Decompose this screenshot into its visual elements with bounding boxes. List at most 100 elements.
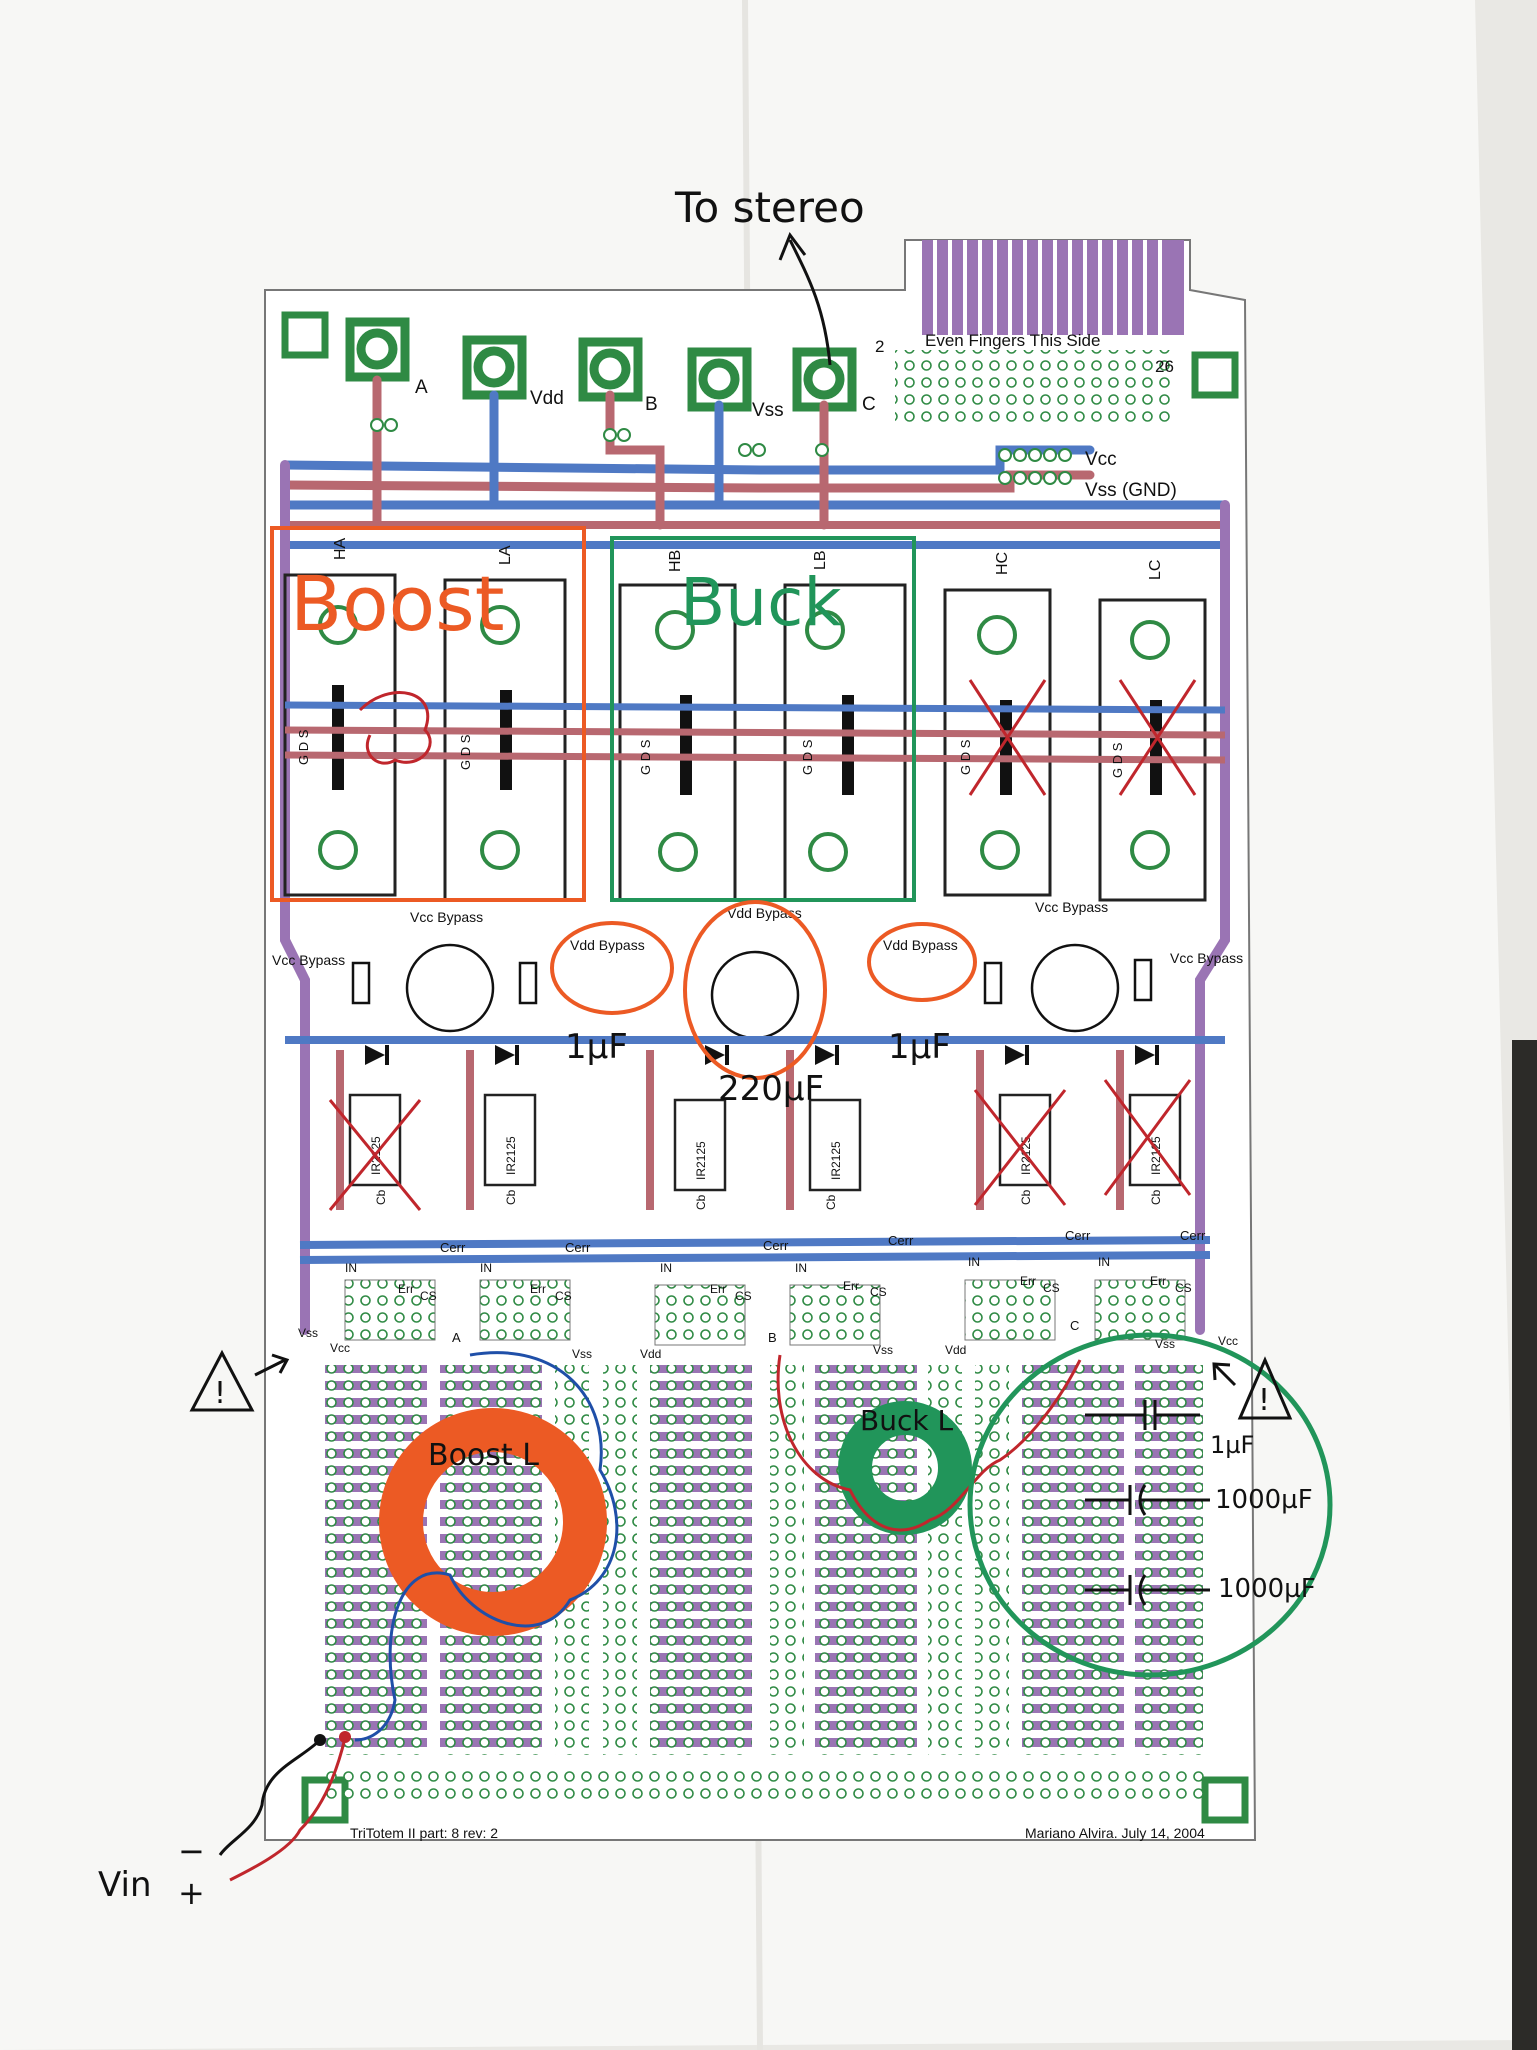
- proto-label-c: C: [1070, 1318, 1079, 1333]
- bypass-label-2: Vdd Bypass: [570, 937, 645, 953]
- cerr-label-5: Cerr: [1065, 1228, 1091, 1243]
- driver-label-la: IR2125: [504, 1136, 518, 1175]
- io-in-label-4: IN: [795, 1261, 807, 1275]
- driver-traces: [285, 1036, 1225, 1264]
- buck-note: Buck: [680, 564, 842, 641]
- io-err-label-1: Err: [398, 1282, 414, 1296]
- proto-label-vdd-1: Vdd: [640, 1347, 661, 1361]
- bypass-label-0: Vcc Bypass: [272, 952, 345, 968]
- io-in-label-2: IN: [480, 1261, 492, 1275]
- vin-note: Vin: [98, 1865, 152, 1905]
- io-cs-label-2: CS: [555, 1289, 572, 1303]
- to-stereo-note: To stereo: [674, 183, 865, 232]
- header-label-c: C: [862, 394, 876, 415]
- corner-pads: [281, 311, 1249, 1824]
- io-err-label-6: Err: [1150, 1274, 1166, 1288]
- proto-label-vdd-2: Vdd: [945, 1343, 966, 1357]
- driver-label-hb: IR2125: [694, 1141, 708, 1180]
- proto-label-vss-2: Vss: [572, 1347, 592, 1361]
- rail-vss-label: Vss (GND): [1085, 480, 1177, 501]
- mosfet-label-hb: HB: [667, 550, 684, 572]
- finger-end-label: 26: [1155, 357, 1174, 376]
- vin-minus-note: −: [178, 1832, 205, 1870]
- edge-connector-fingers: [895, 240, 1184, 425]
- output-cap-symbols: [1085, 1400, 1210, 1606]
- cap-note-1uf-b: 1µF: [888, 1027, 951, 1067]
- io-err-label-5: Err: [1020, 1274, 1036, 1288]
- output-cap-note-2: 1000µF: [1215, 1485, 1313, 1515]
- mosfet-label-la: LA: [497, 545, 514, 565]
- boost-inductor-note: Boost L: [428, 1438, 539, 1473]
- cb-label-a: Cb: [374, 1189, 388, 1205]
- circled-caps: [550, 900, 977, 1080]
- cerr-label-1: Cerr: [440, 1240, 466, 1255]
- io-cs-label-5: CS: [1043, 1281, 1060, 1295]
- cb-label-la: Cb: [504, 1189, 518, 1205]
- cerr-label-4: Cerr: [888, 1233, 914, 1248]
- bypass-label-1: Vcc Bypass: [410, 909, 483, 925]
- to-stereo-arrow: [778, 231, 832, 366]
- boost-note: Boost: [290, 559, 505, 648]
- finger-start-label: 2: [875, 337, 884, 356]
- diodes: [365, 1045, 1159, 1065]
- io-cs-label-1: CS: [420, 1289, 437, 1303]
- bypass-label-4: Vdd Bypass: [883, 937, 958, 953]
- header-label-a: A: [415, 377, 428, 398]
- pin-label-lc: G D S: [1110, 742, 1125, 778]
- boost-winding-wire: [354, 1351, 619, 1742]
- pin-label-lb: G D S: [800, 739, 815, 775]
- io-cs-label-4: CS: [870, 1285, 887, 1299]
- io-cs-label-3: CS: [735, 1289, 752, 1303]
- header-label-b: B: [645, 394, 658, 415]
- io-in-label-6: IN: [1098, 1255, 1110, 1269]
- proto-label-vss-3: Vss: [873, 1343, 893, 1357]
- cb-label-hb: Cb: [694, 1194, 708, 1210]
- bypass-capacitors: [351, 943, 1153, 1040]
- io-err-label-4: Err: [843, 1279, 859, 1293]
- cb-label-lb: Cb: [824, 1194, 838, 1210]
- driver-label-lb: IR2125: [829, 1141, 843, 1180]
- proto-label-vss-4: Vss: [1155, 1337, 1175, 1351]
- buck-winding-wire: [776, 1354, 1082, 1532]
- io-err-label-2: Err: [530, 1282, 546, 1296]
- pin-label-hb: G D S: [638, 739, 653, 775]
- header-pads: [345, 317, 857, 412]
- pin-label-hc: G D S: [958, 739, 973, 775]
- io-in-label-5: IN: [968, 1255, 980, 1269]
- footer-left: TriTotem II part: 8 rev: 2: [350, 1825, 498, 1841]
- proto-label-vcc-1: Vcc: [330, 1341, 350, 1355]
- driver-chips: [348, 1093, 1182, 1192]
- buck-inductor-note: Buck L: [860, 1404, 953, 1437]
- cerr-label-2: Cerr: [565, 1240, 591, 1255]
- io-in-label-1: IN: [345, 1261, 357, 1275]
- boost-inductor: [379, 1408, 607, 1636]
- warning-icon: !: [189, 1349, 290, 1412]
- table-edge: [1512, 1040, 1537, 2050]
- output-cap-note-3: 1000µF: [1218, 1574, 1316, 1604]
- cap-note-1uf-a: 1µF: [565, 1027, 628, 1067]
- mosfet-label-lc: LC: [1147, 560, 1164, 580]
- proto-label-a: A: [452, 1330, 461, 1345]
- output-cap-note-1: 1µF: [1210, 1431, 1254, 1459]
- proto-label-vss-1: Vss: [298, 1326, 318, 1340]
- mosfet-label-ha: HA: [332, 537, 349, 560]
- buck-inductor: [838, 1401, 972, 1535]
- proto-label-b: B: [768, 1330, 777, 1345]
- mosfet-label-hc: HC: [994, 552, 1011, 575]
- io-cs-label-6: CS: [1175, 1281, 1192, 1295]
- boost-region-box: [270, 526, 586, 902]
- rail-vias: [370, 418, 1072, 485]
- cb-label-lc: Cb: [1149, 1189, 1163, 1205]
- cap-note-220uf: 220µF: [718, 1069, 824, 1109]
- cerr-label-3: Cerr: [763, 1238, 789, 1253]
- vin-leads: [218, 1731, 351, 1882]
- bypass-label-6: Vcc Bypass: [1170, 950, 1243, 966]
- warning-icon: !: [1212, 1356, 1293, 1420]
- warning-mark-right: !: [1258, 1383, 1270, 1418]
- finger-note-label: Even Fingers This Side: [925, 331, 1100, 350]
- mosfet-mounting-holes: [318, 605, 1170, 872]
- bypass-label-5: Vcc Bypass: [1035, 899, 1108, 915]
- header-label-vss: Vss: [752, 400, 784, 421]
- mosfet-bodies: [332, 685, 1162, 795]
